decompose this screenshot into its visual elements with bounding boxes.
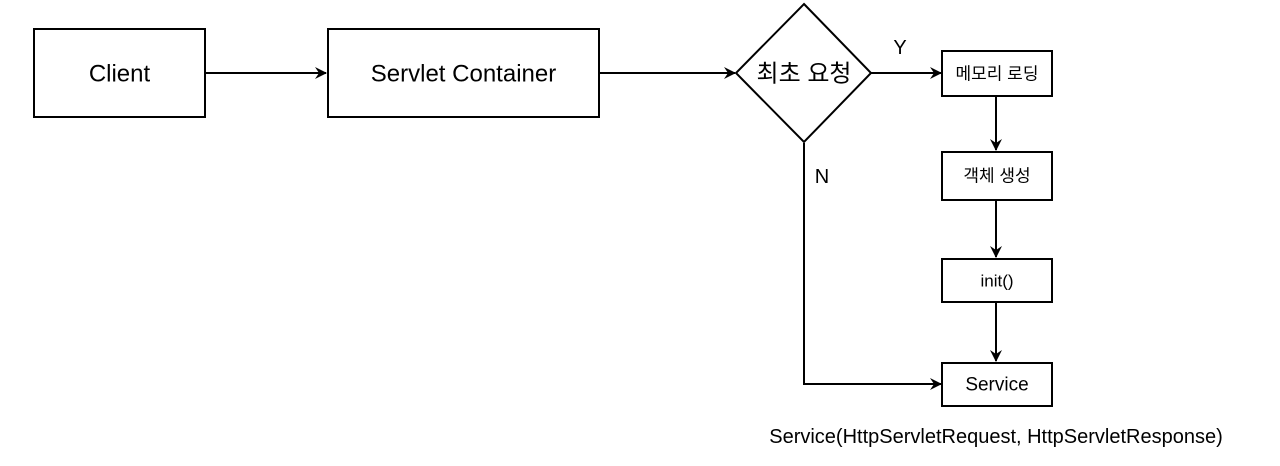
- init-label: init(): [980, 272, 1013, 291]
- service-node: Service: [941, 362, 1053, 407]
- first-request-label: 최초 요청: [757, 61, 852, 88]
- memory-loading-box: [941, 50, 1053, 97]
- memory-loading-node: 메모리 로딩: [941, 50, 1053, 97]
- first-request-diamond: [734, 2, 873, 144]
- object-creation-label: 객체 생성: [963, 167, 1030, 186]
- client-label: Client: [89, 61, 151, 88]
- service-box: [941, 362, 1053, 407]
- memory-loading-label: 메모리 로딩: [956, 65, 1039, 84]
- branch-yes-label: Y: [893, 37, 906, 59]
- arrow-no-to-service: [803, 143, 942, 390]
- servlet-container-box: [327, 28, 600, 118]
- branch-no-label: N: [815, 166, 829, 188]
- client-node: Client: [33, 28, 206, 118]
- client-box: [33, 28, 206, 118]
- edges: [206, 67, 1002, 390]
- first-request-decision: 최초 요청: [734, 2, 873, 144]
- servlet-container-label: Servlet Container: [371, 61, 556, 88]
- init-node: init(): [941, 258, 1053, 303]
- object-creation-box: [941, 151, 1053, 201]
- init-box: [941, 258, 1053, 303]
- object-creation-node: 객체 생성: [941, 151, 1053, 201]
- service-signature-caption: Service(HttpServletRequest, HttpServletR…: [769, 426, 1223, 448]
- service-label: Service: [965, 375, 1028, 396]
- servlet-container-node: Servlet Container: [327, 28, 600, 118]
